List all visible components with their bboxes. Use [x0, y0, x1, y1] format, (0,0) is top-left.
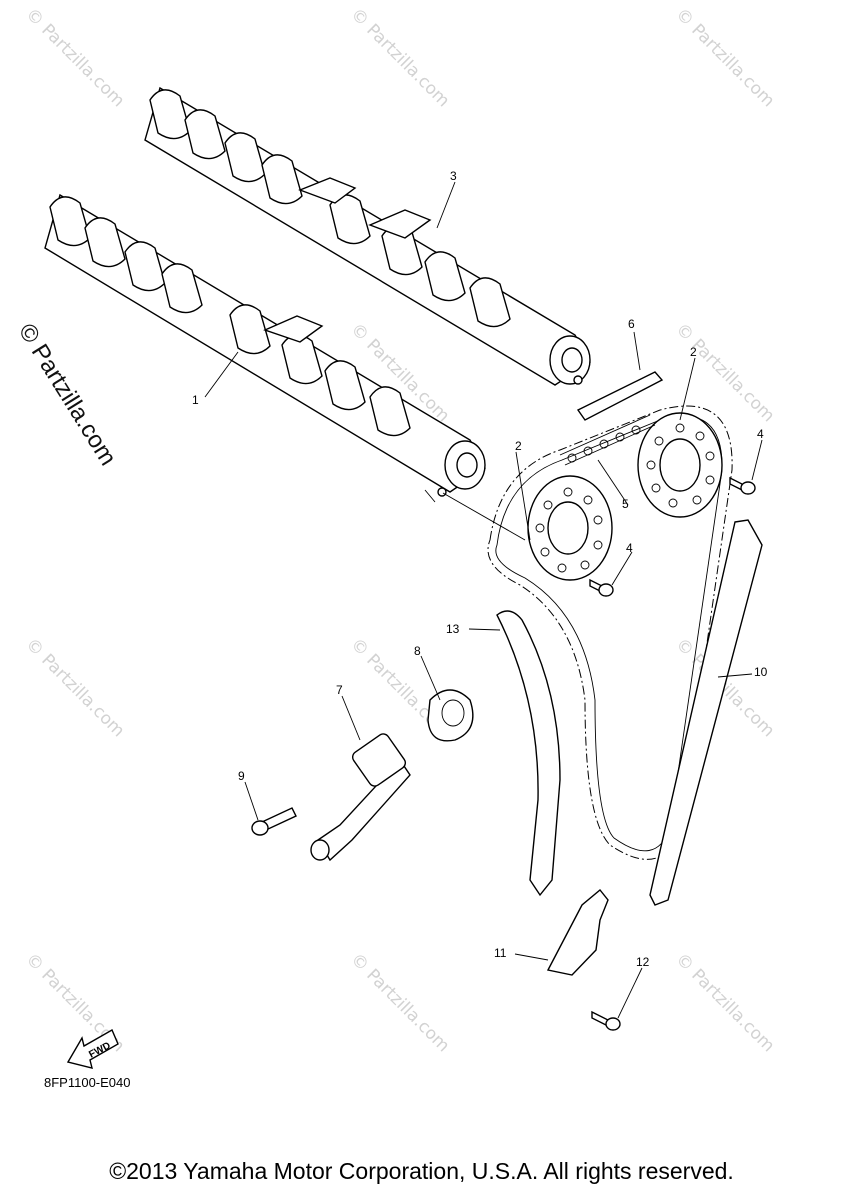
diagram-code: 8FP1100-E040: [44, 1075, 131, 1090]
sprocket-bolt: [589, 578, 614, 597]
guide-bracket: [546, 889, 609, 976]
fwd-arrow-icon: FWD: [66, 1029, 119, 1069]
sprocket-bolt: [729, 476, 756, 495]
chain-guide-straight: [649, 519, 763, 906]
cam-sprocket-right: [637, 412, 723, 518]
callout-3: 3: [450, 169, 457, 183]
tensioner-chain-guide: [496, 610, 561, 897]
bracket-bolt: [591, 1010, 621, 1031]
callouts: 1 2 2 3 4 4 5 6 7 8 9 10 11 12 13: [192, 169, 768, 969]
callout-13: 13: [446, 622, 460, 636]
watermark: © Partzilla.com: [21, 634, 128, 741]
callout-2: 2: [690, 345, 697, 359]
callout-7: 7: [336, 683, 343, 697]
watermark: © Partzilla.com: [671, 319, 778, 426]
side-watermark: © Partzilla.com: [13, 319, 122, 470]
callout-10: 10: [754, 665, 768, 679]
watermark: © Partzilla.com: [346, 949, 453, 1056]
callout-12: 12: [636, 955, 650, 969]
chain-tensioner: [310, 733, 411, 862]
watermark: © Partzilla.com: [671, 949, 778, 1056]
callout-8: 8: [414, 644, 421, 658]
callout-4: 4: [757, 427, 764, 441]
tensioner-gasket: [427, 689, 474, 742]
callout-1: 1: [192, 393, 199, 407]
watermark: © Partzilla.com: [346, 4, 453, 111]
leader-lines: [204, 181, 763, 1019]
alignment-line: [442, 492, 526, 541]
callout-4: 4: [626, 541, 633, 555]
timing-chain: [487, 405, 733, 860]
callout-2: 2: [515, 439, 522, 453]
camshaft-exhaust: [144, 86, 591, 386]
copyright-footer: ©2013 Yamaha Motor Corporation, U.S.A. A…: [109, 1158, 734, 1184]
watermark: © Partzilla.com: [21, 4, 128, 111]
watermark: © Partzilla.com: [671, 4, 778, 111]
callout-9: 9: [238, 769, 245, 783]
callout-6: 6: [628, 317, 635, 331]
camshaft-intake: [44, 193, 486, 503]
chain-guide-top: [576, 371, 664, 421]
callout-11: 11: [494, 946, 507, 960]
callout-5: 5: [622, 497, 629, 511]
cam-sprocket-left: [527, 475, 613, 581]
tensioner-bolt: [251, 807, 297, 836]
chain-links: [559, 414, 656, 466]
